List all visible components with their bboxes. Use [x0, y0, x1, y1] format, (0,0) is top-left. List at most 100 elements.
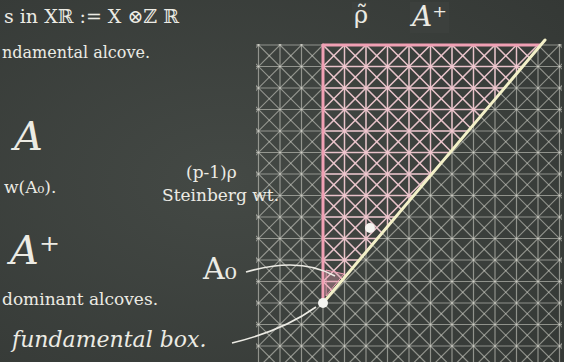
- lattice-line: [256, 44, 562, 362]
- lattice-line: [365, 0, 366, 362]
- lattice-line: [246, 0, 564, 362]
- lattice-line: [0, 87, 564, 88]
- lattice-line: [461, 44, 563, 362]
- lattice-line: [289, 0, 564, 362]
- lattice-line: [537, 44, 538, 362]
- lattice-line: [365, 44, 366, 362]
- lattice-line: [0, 216, 564, 217]
- lattice-line: [0, 0, 250, 362]
- lattice-line: [256, 44, 562, 362]
- lattice-line: [267, 44, 562, 362]
- lattice-line: [0, 281, 564, 282]
- leader-line: [232, 307, 316, 343]
- lattice-line: [332, 0, 564, 362]
- lattice-line: [332, 0, 564, 362]
- origin-dot: [318, 298, 328, 308]
- lattice-line: [138, 0, 564, 362]
- lattice-line: [322, 44, 323, 362]
- lattice-line: [0, 0, 207, 362]
- lattice-line: [256, 44, 562, 362]
- chalk-label: ndamental alcove.: [2, 44, 150, 62]
- lattice-line: [494, 44, 495, 362]
- lattice-line: [256, 44, 562, 362]
- weight-lattice: [256, 44, 562, 362]
- lattice-line: [289, 0, 564, 362]
- lattice-line: [256, 44, 562, 362]
- lattice-line: [0, 152, 564, 153]
- lattice-line: [430, 44, 431, 362]
- lattice-line: [267, 0, 564, 362]
- lattice-line: [301, 0, 302, 362]
- lattice-line: [256, 44, 562, 362]
- lattice-line: [482, 0, 564, 362]
- lattice-line: [0, 130, 564, 131]
- lattice-line: [451, 44, 452, 362]
- lattice-line: [279, 0, 280, 362]
- lattice-line: [396, 44, 562, 362]
- lattice-line: [256, 44, 562, 362]
- lattice-line: [267, 0, 564, 362]
- lattice-line: [0, 0, 401, 362]
- lattice-line: [461, 44, 563, 362]
- lattice-line: [504, 44, 563, 362]
- lattice-line: [256, 44, 562, 362]
- lattice-line: [256, 44, 562, 362]
- lattice-line: [256, 44, 530, 362]
- lattice-line: [375, 0, 564, 362]
- wall-line: [323, 44, 540, 47]
- lattice-line: [0, 0, 186, 362]
- lattice-line: [525, 44, 562, 362]
- lattice-line: [0, 195, 564, 196]
- lattice-line: [461, 0, 564, 362]
- lattice-line: [117, 0, 564, 362]
- lattice-line: [396, 44, 562, 362]
- cone-walls: [323, 40, 545, 303]
- lattice-line: [547, 0, 564, 362]
- lattice-line: [0, 0, 250, 362]
- lattice-line: [332, 44, 563, 362]
- lattice-line: [256, 44, 562, 362]
- lattice-line: [138, 0, 564, 362]
- lattice-line: [0, 173, 564, 174]
- lattice-line: [256, 44, 401, 362]
- chalk-label: (p-1)ρ: [186, 163, 237, 182]
- lattice-line: [258, 0, 259, 362]
- lattice-line: [0, 0, 358, 362]
- steinberg-dot: [365, 223, 375, 233]
- lattice-line: [525, 0, 564, 362]
- lattice-line: [0, 0, 164, 362]
- lattice-line: [256, 44, 562, 362]
- lattice-line: [0, 0, 487, 362]
- chalk-label: A⁺: [410, 2, 449, 33]
- lattice-line: [0, 0, 530, 362]
- lattice-line: [256, 44, 562, 362]
- lattice-line: [0, 0, 293, 362]
- lattice-line: [256, 44, 562, 362]
- lattice-line: [256, 44, 562, 362]
- chalk-label: w(A₀).: [4, 178, 56, 197]
- lattice-line: [256, 44, 562, 362]
- lattice-line: [559, 44, 560, 362]
- lattice-line: [0, 0, 293, 362]
- lattice-line: [256, 44, 562, 362]
- lattice-line: [0, 0, 315, 362]
- lattice-line: [332, 44, 563, 362]
- lattice-line: [344, 44, 345, 362]
- lattice-line: [0, 0, 336, 362]
- lattice-line: [224, 0, 564, 362]
- lattice-line: [256, 44, 562, 362]
- chalk-label: Steinberg wt.: [162, 186, 279, 205]
- wall-line: [322, 45, 325, 303]
- lattice-line: [256, 44, 562, 362]
- lattice-line: [256, 44, 562, 362]
- lattice-line: [256, 44, 562, 362]
